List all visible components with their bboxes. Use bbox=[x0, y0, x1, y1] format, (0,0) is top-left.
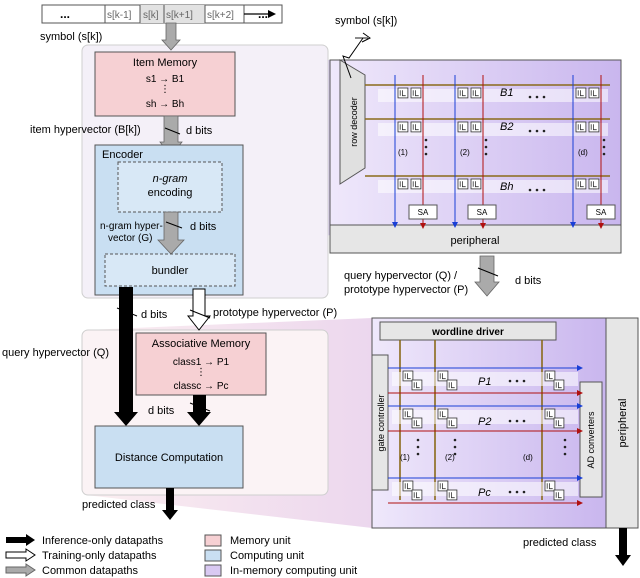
legend-inmemory-swatch bbox=[204, 564, 222, 577]
sense-amp-2: SA bbox=[477, 208, 488, 217]
item-memory-map-bottom: sh → Bh bbox=[146, 99, 184, 110]
svg-text:⋮: ⋮ bbox=[160, 84, 170, 95]
left-width-label: d bits bbox=[141, 309, 168, 321]
associative-memory: Associative Memory class1 → P1 ⋮ classc … bbox=[135, 332, 267, 396]
bundler-label: bundler bbox=[152, 265, 189, 277]
predicted-left-arrow bbox=[162, 488, 178, 520]
assoc-memory-title: Associative Memory bbox=[152, 338, 251, 350]
legend-training-label: Training-only datapaths bbox=[42, 550, 157, 562]
item-width-label: d bits bbox=[186, 125, 213, 137]
item-memory: Item Memory s1 → B1 ⋮ sh → Bh bbox=[94, 51, 236, 117]
encoder: Encoder n-gram encoding n-gram hyper- ve… bbox=[94, 144, 244, 296]
mid-width-label: d bits bbox=[515, 275, 542, 287]
top-row-label-1: B1 bbox=[500, 87, 513, 99]
assoc-map-top: class1 → P1 bbox=[173, 357, 230, 368]
bottom-col-label-d: (d) bbox=[523, 453, 533, 462]
svg-text:⋮: ⋮ bbox=[196, 367, 206, 378]
inference-datapath-arrow bbox=[114, 287, 138, 426]
legend-inference-label: Inference-only datapaths bbox=[42, 535, 164, 547]
legend-inference-swatch bbox=[6, 534, 35, 546]
ngram-to-bundler-arrow bbox=[157, 211, 185, 255]
ngram-hypervector-label2: vector (G) bbox=[108, 233, 152, 244]
legend-computing-swatch bbox=[204, 549, 222, 562]
legend: Inference-only datapaths Training-only d… bbox=[5, 534, 357, 577]
distance-title: Distance Computation bbox=[115, 452, 223, 464]
item-hypervector-label: item hypervector (B[k]) bbox=[30, 124, 141, 136]
stream-cell-next: s[k+1] bbox=[166, 10, 193, 21]
sense-amp-1: SA bbox=[418, 208, 429, 217]
bottom-array: peripheral wordline driver gate controll… bbox=[371, 317, 639, 529]
gate-controller-label: gate controller bbox=[376, 394, 386, 451]
training-datapath-arrow bbox=[186, 288, 212, 331]
item-memory-map-top: s1 → B1 bbox=[146, 74, 185, 85]
legend-memory-swatch bbox=[204, 534, 222, 547]
legend-common-swatch bbox=[5, 563, 36, 577]
bottom-row-label-1: P1 bbox=[478, 376, 491, 388]
ad-converters-label: AD converters bbox=[586, 411, 596, 469]
predicted-left-label: predicted class bbox=[82, 499, 156, 511]
predicted-right-arrow bbox=[615, 528, 631, 566]
assoc-map-bottom: classc → Pc bbox=[173, 381, 228, 392]
top-array: peripheral row decoder symbol (s[k]) B1 … bbox=[329, 15, 622, 254]
top-symbol-label: symbol (s[k]) bbox=[335, 15, 397, 27]
mid-label-1: query hypervector (Q) / bbox=[344, 270, 458, 282]
bottom-col-label-2: (2) bbox=[445, 453, 455, 462]
mid-datapath-arrow bbox=[474, 255, 500, 297]
top-row-label-h: Bh bbox=[500, 181, 513, 193]
wordline-driver-label: wordline driver bbox=[431, 327, 504, 338]
distance-computation bbox=[94, 425, 244, 489]
sense-amp-d: SA bbox=[596, 208, 607, 217]
legend-computing-label: Computing unit bbox=[230, 550, 304, 562]
legend-training-swatch bbox=[5, 548, 36, 562]
stream-cell-prev: s[k-1] bbox=[107, 10, 132, 21]
bottom-col-label-1: (1) bbox=[400, 453, 410, 462]
item-memory-title: Item Memory bbox=[133, 57, 198, 69]
top-col-label-2: (2) bbox=[460, 148, 470, 157]
bottom-row-label-c: Pc bbox=[478, 487, 491, 499]
symbol-stream: ... s[k-1] s[k] s[k+1] s[k+2] ... symbol… bbox=[40, 4, 283, 51]
symbol-label: symbol (s[k]) bbox=[40, 31, 102, 43]
assoc-to-distance-arrow bbox=[187, 395, 211, 426]
top-col-label-1: (1) bbox=[398, 148, 408, 157]
bottom-peripheral: peripheral bbox=[617, 399, 629, 448]
top-row-label-2: B2 bbox=[500, 121, 513, 133]
assoc-width-label: d bits bbox=[148, 405, 175, 417]
stream-ellipsis-left: ... bbox=[60, 7, 70, 21]
ngram-encoding-line2: encoding bbox=[148, 187, 193, 199]
bottom-row-label-2: P2 bbox=[478, 416, 491, 428]
ngram-hypervector-label1: n-gram hyper- bbox=[100, 221, 163, 232]
legend-inmemory-label: In-memory computing unit bbox=[230, 565, 357, 577]
stream-cell-next2: s[k+2] bbox=[207, 10, 234, 21]
top-peripheral: peripheral bbox=[451, 235, 500, 247]
encoder-width-label: d bits bbox=[190, 221, 217, 233]
ngram-encoding-line1: n-gram bbox=[153, 173, 188, 185]
row-decoder-label: row decoder bbox=[349, 97, 359, 147]
stream-cell-current: s[k] bbox=[143, 10, 159, 21]
predicted-right-label: predicted class bbox=[523, 537, 597, 549]
prototype-label: prototype hypervector (P) bbox=[213, 307, 337, 319]
mid-label-2: prototype hypervector (P) bbox=[344, 284, 468, 296]
legend-memory-label: Memory unit bbox=[230, 535, 291, 547]
query-label: query hypervector (Q) bbox=[2, 347, 109, 359]
top-col-label-d: (d) bbox=[578, 148, 588, 157]
encoder-title: Encoder bbox=[102, 149, 143, 161]
legend-common-label: Common datapaths bbox=[42, 565, 138, 577]
